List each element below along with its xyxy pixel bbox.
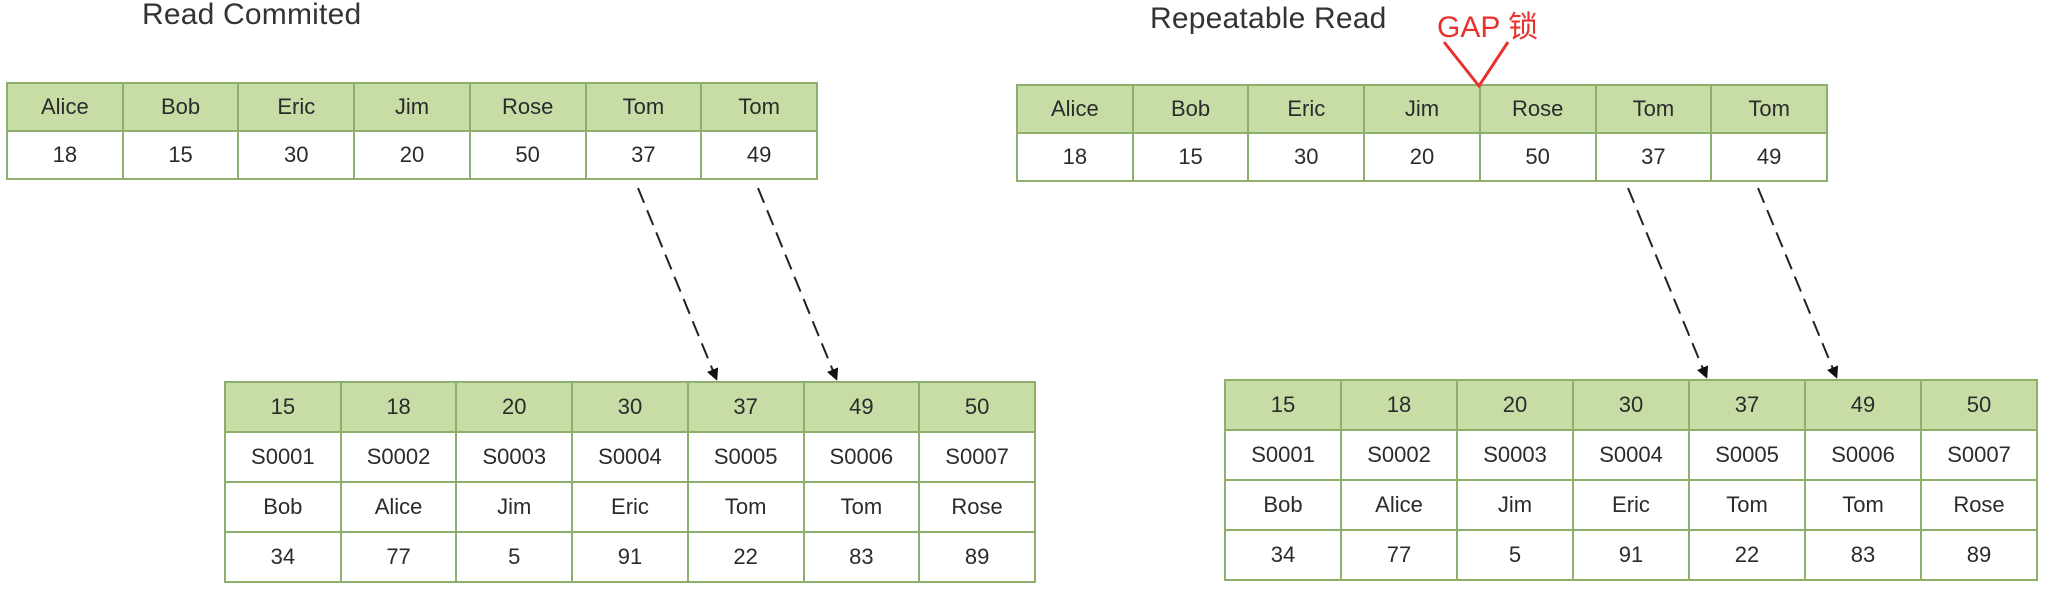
rr-data-name-cell: Rose <box>1920 479 2038 531</box>
rr-index-age-cell: 50 <box>1478 132 1597 182</box>
rc-index-name-cell: Bob <box>121 82 240 132</box>
rc-data-name-cell: Rose <box>918 481 1036 533</box>
rr-data-name-cell: Tom <box>1804 479 1922 531</box>
rr-data-name-cell: Tom <box>1688 479 1806 531</box>
rc-index-age-cell: 20 <box>353 130 471 180</box>
rr-data-score-cell: 77 <box>1340 529 1458 581</box>
rr-data-id-cell: S0002 <box>1340 429 1458 481</box>
rr-data-key-cell: 18 <box>1340 379 1458 431</box>
rc-index-age-cell: 30 <box>237 130 356 180</box>
rc-data-name-cell: Tom <box>686 481 805 533</box>
rr-index-age-cell: 15 <box>1131 132 1250 182</box>
rc-index-name-cell: Alice <box>6 82 124 132</box>
rc-index-name-cell: Eric <box>237 82 356 132</box>
rc-data-score-cell: 34 <box>224 531 342 583</box>
rc-data-key-cell: 30 <box>571 381 689 433</box>
rr-data-score-cell: 91 <box>1572 529 1690 581</box>
rc-data-id-cell: S0002 <box>339 431 458 483</box>
rr-index-name-cell: Tom <box>1710 84 1828 134</box>
rc-data-score-cell: 22 <box>686 531 805 583</box>
rc-arrow-tom-37 <box>637 187 719 381</box>
rr-data-id-cell: S0005 <box>1688 429 1806 481</box>
rr-data-key-cell: 30 <box>1572 379 1690 431</box>
rr-data-key-cell: 15 <box>1224 379 1342 431</box>
rr-data-name-cell: Bob <box>1224 479 1342 531</box>
rc-data-id-cell: S0003 <box>455 431 574 483</box>
rc-data-id-cell: S0001 <box>224 431 342 483</box>
rr-data-name-cell: Alice <box>1340 479 1458 531</box>
rc-data-score-cell: 5 <box>455 531 574 583</box>
rr-data-key-cell: 20 <box>1456 379 1574 431</box>
rc-data-name-cell: Tom <box>802 481 921 533</box>
rr-data-score-cell: 89 <box>1920 529 2038 581</box>
rc-index-age-cell: 18 <box>6 130 124 180</box>
rc-data-id-cell: S0005 <box>686 431 805 483</box>
gap-lock-marker <box>1442 41 1510 89</box>
rr-index-age-cell: 37 <box>1594 132 1713 182</box>
rc-data-score-cell: 89 <box>918 531 1036 583</box>
rr-data-id-cell: S0004 <box>1572 429 1690 481</box>
rc-data-key-cell: 20 <box>455 381 574 433</box>
rc-data-name-cell: Jim <box>455 481 574 533</box>
rr-data-score-cell: 5 <box>1456 529 1574 581</box>
rc-index-name-cell: Jim <box>353 82 471 132</box>
rc-data-id-cell: S0004 <box>571 431 689 483</box>
rr-data-key-cell: 50 <box>1920 379 2038 431</box>
rr-data-id-cell: S0001 <box>1224 429 1342 481</box>
rr-data-name-cell: Jim <box>1456 479 1574 531</box>
rc-data-id-cell: S0007 <box>918 431 1036 483</box>
rr-index-name-cell: Eric <box>1247 84 1366 134</box>
rc-data-key-cell: 15 <box>224 381 342 433</box>
rr-data-id-cell: S0003 <box>1456 429 1574 481</box>
rc-data-score-cell: 91 <box>571 531 689 583</box>
rc-data-name-cell: Bob <box>224 481 342 533</box>
rc-data-key-cell: 37 <box>686 381 805 433</box>
rr-data-id-cell: S0006 <box>1804 429 1922 481</box>
rr-index-name-cell: Tom <box>1594 84 1713 134</box>
rr-index-name-cell: Jim <box>1363 84 1481 134</box>
rr-data-score-cell: 83 <box>1804 529 1922 581</box>
rc-data-score-cell: 83 <box>802 531 921 583</box>
rc-index-age-cell: 50 <box>468 130 587 180</box>
rr-data-key-cell: 49 <box>1804 379 1922 431</box>
rc-data-table: 15 18 20 30 37 49 50 S0001 S0002 S0003 S… <box>224 381 1036 583</box>
rr-index-name-cell: Rose <box>1478 84 1597 134</box>
rc-data-name-cell: Alice <box>339 481 458 533</box>
rc-index-name-cell: Tom <box>700 82 818 132</box>
rc-index-age-cell: 15 <box>121 130 240 180</box>
rr-index-name-cell: Bob <box>1131 84 1250 134</box>
rc-index-name-cell: Rose <box>468 82 587 132</box>
rc-data-key-cell: 50 <box>918 381 1036 433</box>
rr-index-age-cell: 18 <box>1016 132 1134 182</box>
gap-lock-label: GAP 锁 <box>1437 11 1539 44</box>
rr-data-score-cell: 34 <box>1224 529 1342 581</box>
rr-index-age-cell: 20 <box>1363 132 1481 182</box>
rc-index-age-cell: 37 <box>584 130 703 180</box>
read-committed-title: Read Commited <box>142 0 362 31</box>
rc-data-id-cell: S0006 <box>802 431 921 483</box>
rc-data-name-cell: Eric <box>571 481 689 533</box>
rr-index-age-cell: 49 <box>1710 132 1828 182</box>
rc-index-name-cell: Tom <box>584 82 703 132</box>
rr-index-table: Alice Bob Eric Jim Rose Tom Tom 18 15 30… <box>1016 84 1828 182</box>
rc-arrow-tom-49 <box>757 187 839 381</box>
rr-index-name-cell: Alice <box>1016 84 1134 134</box>
rr-data-score-cell: 22 <box>1688 529 1806 581</box>
rc-index-age-cell: 49 <box>700 130 818 180</box>
repeatable-read-title: Repeatable Read <box>1150 2 1387 35</box>
rr-arrow-tom-37 <box>1627 187 1709 379</box>
rc-data-key-cell: 18 <box>339 381 458 433</box>
rr-data-key-cell: 37 <box>1688 379 1806 431</box>
rc-data-key-cell: 49 <box>802 381 921 433</box>
rr-data-table: 15 18 20 30 37 49 50 S0001 S0002 S0003 S… <box>1224 379 2038 581</box>
rc-index-table: Alice Bob Eric Jim Rose Tom Tom 18 15 30… <box>6 82 818 180</box>
rr-data-name-cell: Eric <box>1572 479 1690 531</box>
rc-data-score-cell: 77 <box>339 531 458 583</box>
rr-data-id-cell: S0007 <box>1920 429 2038 481</box>
rr-arrow-tom-49 <box>1757 187 1839 379</box>
rr-index-age-cell: 30 <box>1247 132 1366 182</box>
